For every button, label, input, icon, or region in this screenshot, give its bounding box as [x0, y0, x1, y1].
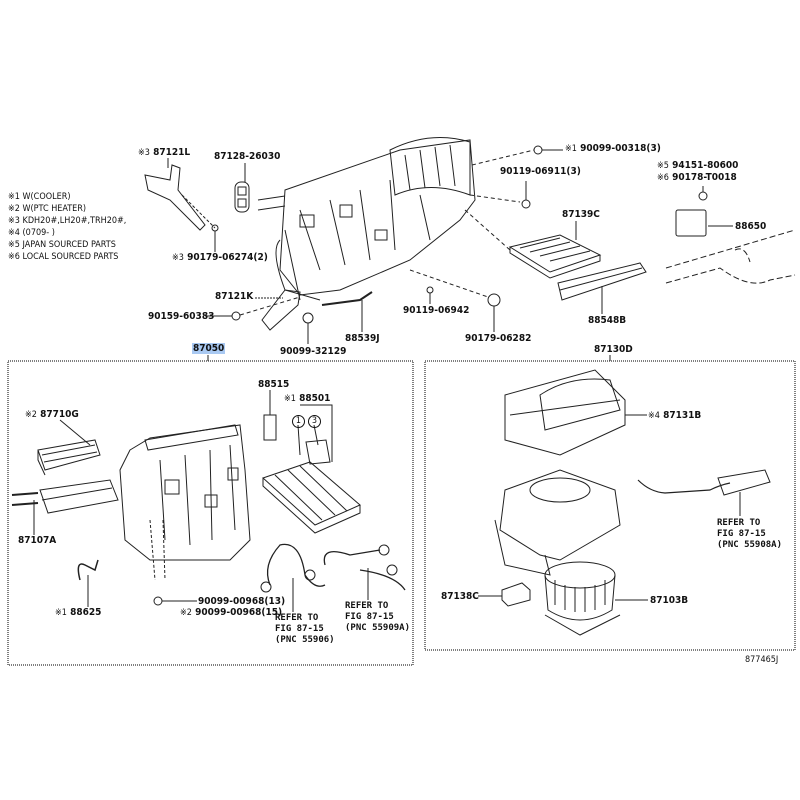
part-label-90099-00968-13[interactable]: 90099-00968(13): [198, 596, 286, 607]
note-1: ※1 W(COOLER): [8, 192, 71, 202]
refer-note-55906[interactable]: REFER TO FIG 87-15 (PNC 55906): [275, 613, 335, 645]
part-label-90119-06911[interactable]: 90119-06911(3): [500, 166, 581, 177]
evaporator-drawing: [262, 461, 361, 534]
circled-number-3: 3: [308, 415, 321, 428]
part-label-87139C[interactable]: 87139C: [562, 209, 600, 220]
note-6: ※6 LOCAL SOURCED PARTS: [8, 252, 119, 262]
part-label-88539J[interactable]: 88539J: [345, 333, 380, 344]
part-label-90099-00318[interactable]: ※1 90099-00318(3): [565, 143, 661, 154]
part-label-90099-32129[interactable]: 90099-32129: [280, 346, 347, 357]
part-label-90179-06274[interactable]: ※3 90179-06274(2): [172, 252, 268, 263]
part-label-87121L[interactable]: ※3 87121L: [138, 147, 191, 158]
blower-case-lower-drawing: [494, 469, 621, 576]
part-label-90179-06282[interactable]: 90179-06282: [465, 333, 532, 344]
part-label-87121K[interactable]: 87121K: [215, 291, 254, 302]
part-label-90159-60383[interactable]: 90159-60383: [148, 311, 215, 322]
diagram-id: 877465J: [745, 655, 779, 665]
heater-unit-drawing: [119, 424, 251, 581]
note-2: ※2 W(PTC HEATER): [8, 204, 87, 214]
note-5: ※5 JAPAN SOURCED PARTS: [8, 240, 116, 250]
blower-case-upper-drawing: [504, 369, 626, 456]
assembly-label-87130D[interactable]: 87130D: [594, 344, 633, 355]
refer-note-55909A[interactable]: REFER TO FIG 87-15 (PNC 55909A): [345, 601, 411, 633]
part-label-90178-T0018[interactable]: ※6 90178-T0018: [657, 172, 737, 183]
refer-note-55908A[interactable]: REFER TO FIG 87-15 (PNC 55908A): [717, 518, 783, 550]
assembly-label-87050[interactable]: 87050: [192, 343, 226, 354]
part-label-88501[interactable]: ※1 88501: [284, 393, 331, 404]
part-label-94151-80600[interactable]: ※5 94151-80600: [657, 160, 739, 171]
part-label-88625[interactable]: ※1 88625: [55, 607, 102, 618]
part-label-87128-26030[interactable]: 87128-26030: [214, 151, 281, 162]
note-3: ※3 KDH20#,LH20#,TRH20#,: [8, 216, 127, 226]
filter-drawing: [508, 234, 602, 279]
circled-number-1: 1: [292, 415, 305, 428]
part-label-90119-06942[interactable]: 90119-06942: [403, 305, 470, 316]
part-label-88548B[interactable]: 88548B: [588, 315, 627, 326]
part-label-90099-00968-15[interactable]: ※2 90099-00968(15): [180, 607, 283, 618]
part-label-87131B[interactable]: ※4 87131B: [648, 410, 702, 421]
part-label-88515[interactable]: 88515: [258, 379, 290, 390]
part-label-87138C[interactable]: 87138C: [441, 591, 479, 602]
assembly-box-87050: [7, 360, 414, 666]
part-label-88650[interactable]: 88650: [735, 221, 767, 232]
blower-motor-drawing: [544, 561, 621, 636]
part-label-87710G[interactable]: ※2 87710G: [25, 409, 79, 420]
part-label-87103B[interactable]: 87103B: [650, 595, 689, 606]
part-label-87107A[interactable]: 87107A: [18, 535, 57, 546]
note-4: ※4 (0709- ): [8, 228, 55, 238]
hvac-unit-drawing: [257, 137, 476, 301]
